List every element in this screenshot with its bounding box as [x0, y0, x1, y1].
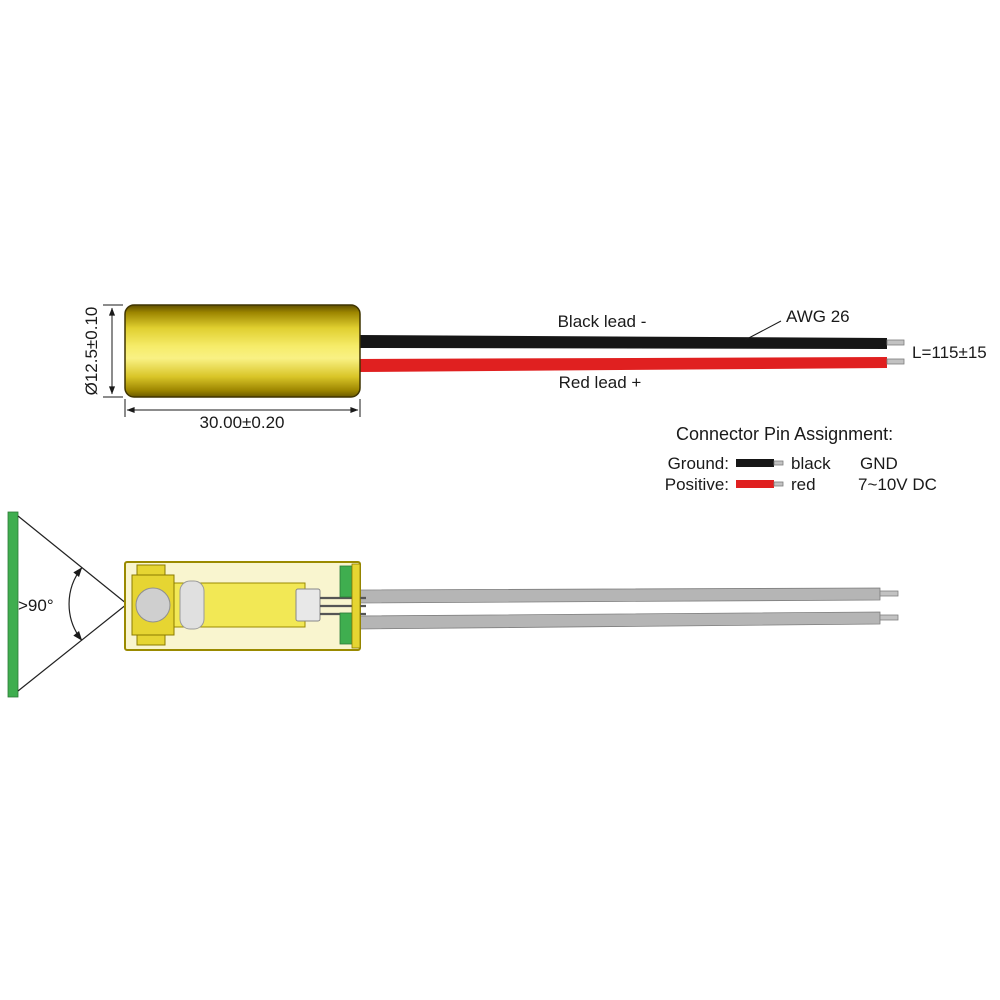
beam-target-bar [7, 511, 19, 698]
black-wire-tip [886, 339, 905, 346]
black-wire [358, 335, 887, 349]
angle-arc [68, 567, 83, 641]
section-lead-lower-tip [879, 614, 899, 621]
section-lead-upper [357, 587, 881, 604]
pcb-strip-top [339, 565, 353, 598]
pcb-strip-bottom [339, 612, 353, 645]
beam-ray-upper [17, 515, 128, 605]
section-lead-lower [357, 611, 881, 630]
positive-wire-tip-icon [773, 481, 784, 487]
positive-wire-icon [736, 480, 774, 488]
black-lead-label: Black lead - [558, 312, 647, 331]
red-wire-tip [886, 358, 905, 365]
ground-label: Ground: [668, 454, 729, 473]
pcb-edge [351, 563, 361, 649]
length-dimension-label: 30.00±0.20 [200, 413, 285, 432]
ground-color-label: black [791, 454, 831, 473]
positive-color-label: red [791, 475, 816, 494]
pin-assignment-title: Connector Pin Assignment: [676, 424, 893, 444]
diameter-dimension-label: Ø12.5±0.10 [82, 307, 101, 396]
ground-signal-label: GND [860, 454, 898, 473]
laser-diode-can [295, 588, 321, 622]
awg-leader-line [744, 320, 782, 341]
red-wire [358, 357, 887, 372]
positive-signal-label: 7~10V DC [858, 475, 937, 494]
beam-ray-lower [17, 603, 128, 692]
angle-label: >90° [18, 596, 54, 615]
lens-element [179, 580, 205, 630]
ground-wire-icon [736, 459, 774, 467]
red-lead-label: Red lead + [559, 373, 642, 392]
awg-label: AWG 26 [786, 307, 850, 326]
lead-length-label: L=115±15 [912, 343, 987, 362]
positive-label: Positive: [665, 475, 729, 494]
ground-wire-tip-icon [773, 460, 784, 466]
lens-ball [135, 587, 171, 623]
section-lead-upper-tip [879, 590, 899, 597]
module-body [124, 304, 361, 398]
